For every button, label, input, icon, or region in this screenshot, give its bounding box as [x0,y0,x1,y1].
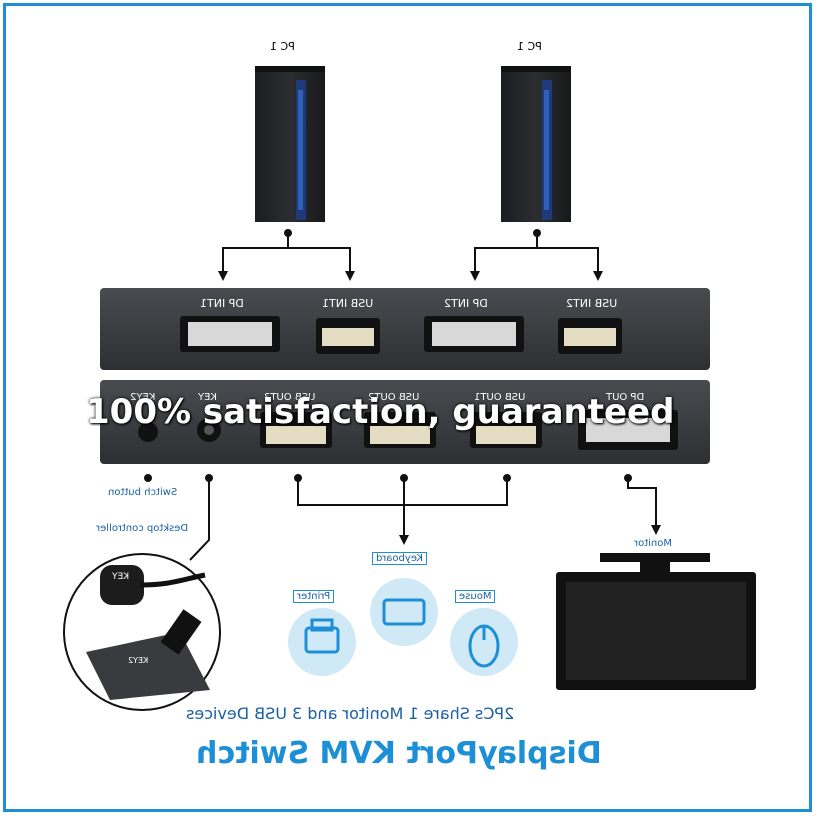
watermark-banner: 100% satisfaction, guaranteed [86,392,675,432]
desktop-controller-inset [63,553,221,711]
mouse-label: Mouse [455,590,496,603]
device-icons [288,578,518,676]
kvm-input-panel [100,288,710,370]
monitor-label: Monitor [634,538,673,549]
keyboard-label: Keyboard [372,552,428,565]
pc2-label: PC 1 [517,40,542,53]
subtitle: 2PCs Share 1 Monitor and 3 USB Devices [186,704,515,723]
pc-tower-2 [501,66,571,222]
port-label-dp-int2: DP INT2 [444,297,488,310]
output-connectors [144,474,661,561]
port-label-dp-int1: DP INT1 [200,297,244,310]
pc1-label: PC 1 [270,40,295,53]
title: DisplayPort KVM Switch [196,736,602,771]
printer-label: Printer [293,590,335,603]
kvm-output-panel [100,380,710,464]
port-label-usb-int2: USB INT2 [566,297,618,310]
switch-button-label: Switch button [108,487,178,498]
pc-connectors [218,229,603,281]
port-label-usb-int1: USB INT1 [322,297,374,310]
monitor-graphic [556,553,756,690]
desktop-controller-label: Desktop controller [96,523,189,534]
controller-key-text: KEY [112,572,130,582]
pc-tower-1 [255,66,325,222]
inset-key2-text: KEY2 [128,656,149,665]
border-frame [3,3,812,812]
